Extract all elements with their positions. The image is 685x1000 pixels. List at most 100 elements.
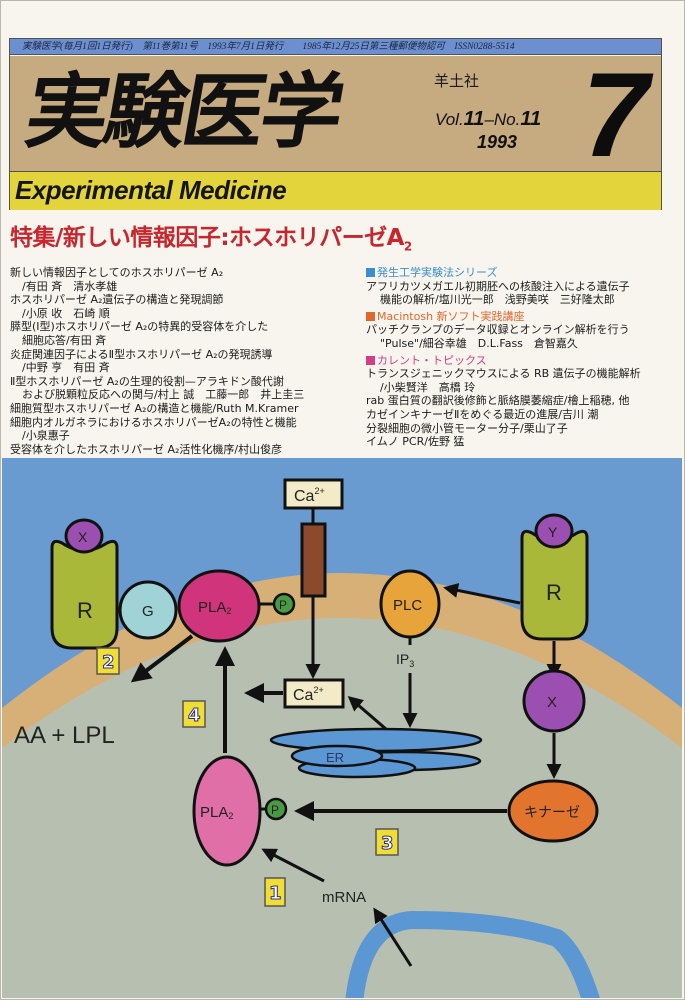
article-authors: 細胞応答/有田 斉	[22, 333, 107, 347]
series-heading: Macintosh 新ソフト実践講座	[366, 310, 681, 324]
step-badge-3-number: 3	[381, 833, 394, 854]
step-badge-4-number: 4	[188, 705, 201, 726]
phosphate-top	[272, 592, 296, 616]
title-band: 実験医学 羊土社 Vol.11–No.11 1993 7	[10, 50, 661, 180]
kinase-enzyme	[507, 779, 599, 843]
article-authors: /小泉惠子	[22, 429, 70, 443]
series-heading: 発生工学実験法シリーズ	[366, 266, 681, 280]
english-title-band: Experimental Medicine	[10, 171, 661, 210]
article-title: 分裂細胞の微小管モーター分子/栗山了子	[366, 421, 568, 435]
article-authors: /小原 收 石崎 順	[22, 306, 110, 320]
publisher-name: 羊土社	[434, 72, 480, 90]
article-title: 新しい情報因子としてのホスホリパーゼ A₂	[10, 266, 224, 279]
journal-title-japanese: 実験医学	[18, 65, 348, 160]
products-aa-lpl: AA + LPL	[14, 722, 115, 749]
svg-text:Ca2+: Ca2+	[293, 685, 324, 704]
article-authors: 機能の解析/塩川光一郎 浅野美咲 三好隆太郎	[380, 293, 615, 307]
ligand-x-left-label: X	[78, 529, 88, 545]
feature-title-text: 特集/新しい情報因子:ホスホリパーゼA	[10, 225, 404, 251]
publication-year: 1993	[477, 132, 518, 152]
calcium-channel	[300, 522, 327, 598]
feature-title-subscript: 2	[403, 239, 412, 254]
publication-info-bar: 実験医学(毎月1回1日発行) 第11巻第11号 1993年7月1日発行 1985…	[10, 39, 661, 55]
svg-text:Ca2+: Ca2+	[294, 486, 325, 505]
series-articles-list: 発生工学実験法シリーズアフリカツメガエル初期胚への核酸注入による遺伝子機能の解析…	[366, 266, 681, 449]
mediator-x-label: X	[547, 694, 557, 711]
ip3-subscript: 3	[409, 659, 414, 669]
ca-charge-outside: 2+	[314, 486, 324, 496]
ligand-y-right-label: Y	[548, 524, 558, 540]
feature-title: 特集/新しい情報因子:ホスホリパーゼA2	[10, 218, 412, 254]
receptor-right-label: R	[546, 580, 562, 605]
step-badge-4	[182, 700, 206, 728]
er-cistern-2	[290, 744, 384, 768]
mrna-label: mRNA	[322, 889, 366, 906]
article-title: イムノ PCR/佐野 猛	[366, 435, 465, 449]
svg-text:PLA2: PLA2	[198, 599, 231, 616]
cytosol	[2, 618, 682, 998]
arrow-nucleus-to-mrna	[373, 907, 413, 967]
pla2-membrane	[177, 569, 261, 643]
article-title: カゼインキナーゼⅡをめぐる最近の進展/吉川 潮	[366, 407, 599, 421]
phosphate-bottom-label: P	[271, 803, 279, 817]
masthead: 実験医学(毎月1回1日発行) 第11巻第11号 1993年7月1日発行 1985…	[9, 38, 662, 210]
volume-number: Vol.11–No.11	[435, 108, 541, 131]
article-title: Ⅱ型ホスホリパーゼ A₂の生理的役割—アラキドン酸代謝	[10, 374, 284, 388]
svg-text:PLA2: PLA2	[200, 804, 233, 821]
pla2-bottom-subscript: 2	[228, 811, 233, 821]
pla2-signaling-diagram: Ca2+ R X G PLA2 P 2 AA + LPL 4 Ca2+ ER P…	[2, 458, 682, 998]
volume-value: 11	[463, 108, 485, 130]
g-protein-label: G	[142, 603, 154, 620]
series-heading-text: カレント・トピックス	[377, 353, 487, 367]
article-authors: /小柴賢洋 高橋 玲	[380, 380, 476, 394]
series-heading-text: Macintosh 新ソフト実践講座	[377, 309, 525, 323]
article-title: トランスジェニックマウスによる RB 遺伝子の機能解析	[366, 367, 641, 381]
phosphate-bottom	[264, 797, 288, 821]
article-authors: /有田 斉 清水孝雄	[22, 279, 118, 293]
receptor-right	[520, 529, 589, 641]
article-title: rab 蛋白質の翻訳後修飾と脈絡膜萎縮症/檜上稲穂, 他	[366, 394, 630, 408]
step-badge-1-number: 1	[269, 883, 282, 904]
ligand-y-right	[534, 513, 574, 549]
pla2-top-subscript: 2	[226, 606, 231, 616]
ca-charge-inside: 2+	[313, 685, 323, 695]
feature-articles-list: 新しい情報因子としてのホスホリパーゼ A₂/有田 斉 清水孝雄ホスホリパーゼ A…	[10, 266, 355, 456]
pla2-top-label: PLA	[198, 599, 226, 616]
square-bullet-icon	[366, 311, 375, 321]
volume-prefix: Vol.	[435, 110, 464, 129]
receptor-left-label: R	[77, 598, 93, 623]
square-bullet-icon	[366, 268, 375, 277]
article-title: 膵型(Ⅰ型)ホスホリパーゼ A₂の特異的受容体を介した	[10, 320, 269, 334]
step-badge-2-number: 2	[102, 652, 115, 673]
journal-title-english: Experimental Medicine	[15, 175, 287, 205]
g-protein	[118, 580, 178, 640]
number-prefix: –No.	[484, 110, 521, 129]
ip3-label: IP	[396, 651, 409, 667]
step-badge-2	[96, 647, 120, 675]
article-authors: "Pulse"/細谷幸雄 D.L.Fass 倉智嘉久	[380, 336, 578, 350]
receptor-left	[50, 539, 119, 650]
pla2-bottom-label: PLA	[200, 804, 228, 821]
svg-text:IP3: IP3	[396, 651, 414, 669]
article-title: 細胞内オルガネラにおけるホスホリパーゼA₂の特性と機能	[10, 415, 297, 429]
calcium-box-inside	[283, 678, 345, 709]
article-title: パッチクランプのデータ収録とオンライン解析を行う	[366, 323, 630, 337]
arrow-mrna-to-pla2	[261, 848, 325, 883]
article-title: 細胞質型ホスホリパーゼ A₂の構造と機能/Ruth M.Kramer	[10, 401, 299, 415]
article-authors: /中野 亨 有田 斉	[22, 361, 110, 375]
arrow-receptor-to-plc	[443, 583, 521, 605]
article-title: 受容体を介したホスホリパーゼ A₂活性化機序/村山俊彦	[10, 442, 283, 456]
ligand-x-left	[64, 518, 104, 554]
phosphate-top-label: P	[279, 598, 287, 612]
article-title: アフリカツメガエル初期胚への核酸注入による遺伝子	[366, 279, 630, 293]
er-label: ER	[326, 750, 344, 765]
series-heading-text: 発生工学実験法シリーズ	[377, 266, 498, 279]
article-authors: および脱顆粒反応への関与/村上 誠 工藤一郎 井上圭三	[22, 388, 305, 402]
article-title: ホスホリパーゼ A₂遺伝子の構造と発現調節	[10, 293, 224, 307]
step-badge-1	[264, 877, 286, 907]
step-badge-3	[375, 828, 399, 856]
square-bullet-icon	[366, 355, 375, 365]
ca-label-inside: Ca	[293, 687, 314, 704]
ca-label-outside: Ca	[294, 488, 315, 505]
mediator-x	[522, 669, 586, 733]
